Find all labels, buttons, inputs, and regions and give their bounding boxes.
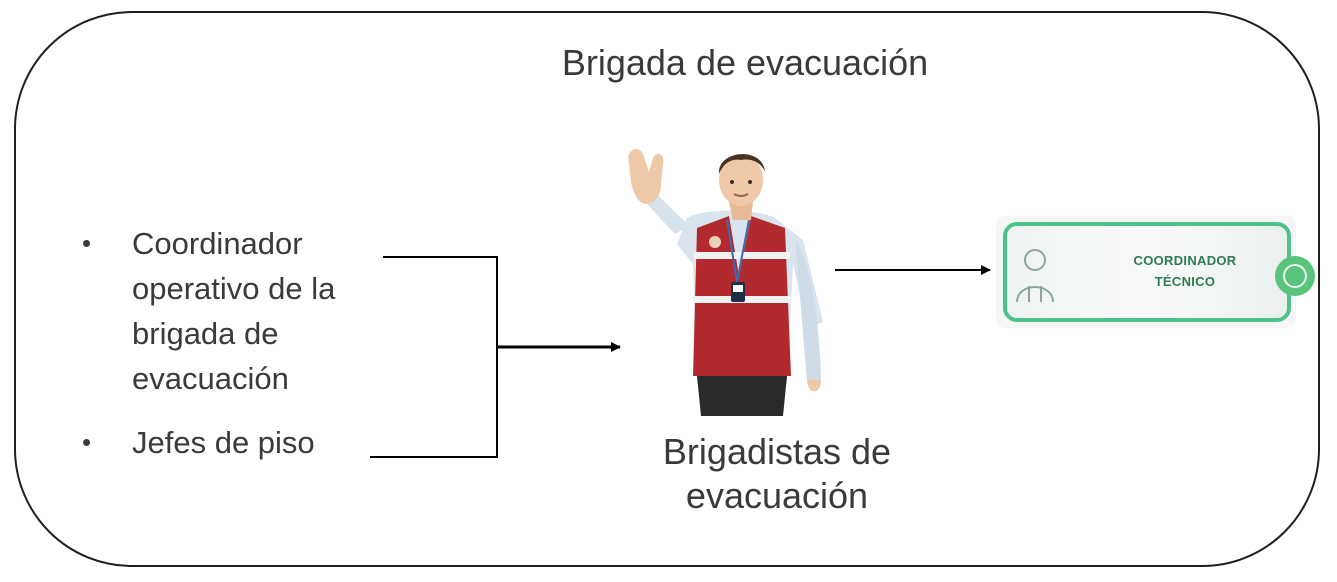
- list-item-coordinador: • Coordinador operativo de la brigada de…: [82, 221, 392, 401]
- diagram-title: Brigada de evacuación: [561, 42, 929, 83]
- role-list: • Coordinador operativo de la brigada de…: [82, 221, 392, 465]
- badge-line-2: TÉCNICO: [1154, 274, 1216, 289]
- bullet-icon: •: [82, 228, 92, 258]
- badge-line-1: COORDINADOR: [1133, 253, 1237, 268]
- bullet-icon: •: [82, 427, 92, 457]
- diagram-frame: [14, 11, 1320, 567]
- list-item-label: Coordinador operativo de la brigada de e…: [132, 226, 336, 396]
- list-item-jefes: • Jefes de piso: [82, 420, 392, 465]
- brigadista-figure: [628, 148, 823, 416]
- badge-label: COORDINADOR TÉCNICO: [1095, 250, 1275, 292]
- user-outline-icon: [1016, 249, 1054, 303]
- coordinador-tecnico-badge: [996, 216, 1315, 328]
- brigadistas-caption: Brigadistas de evacuación: [662, 431, 892, 516]
- list-item-label: Jefes de piso: [132, 425, 315, 460]
- badge-logo-icon: [1275, 256, 1315, 296]
